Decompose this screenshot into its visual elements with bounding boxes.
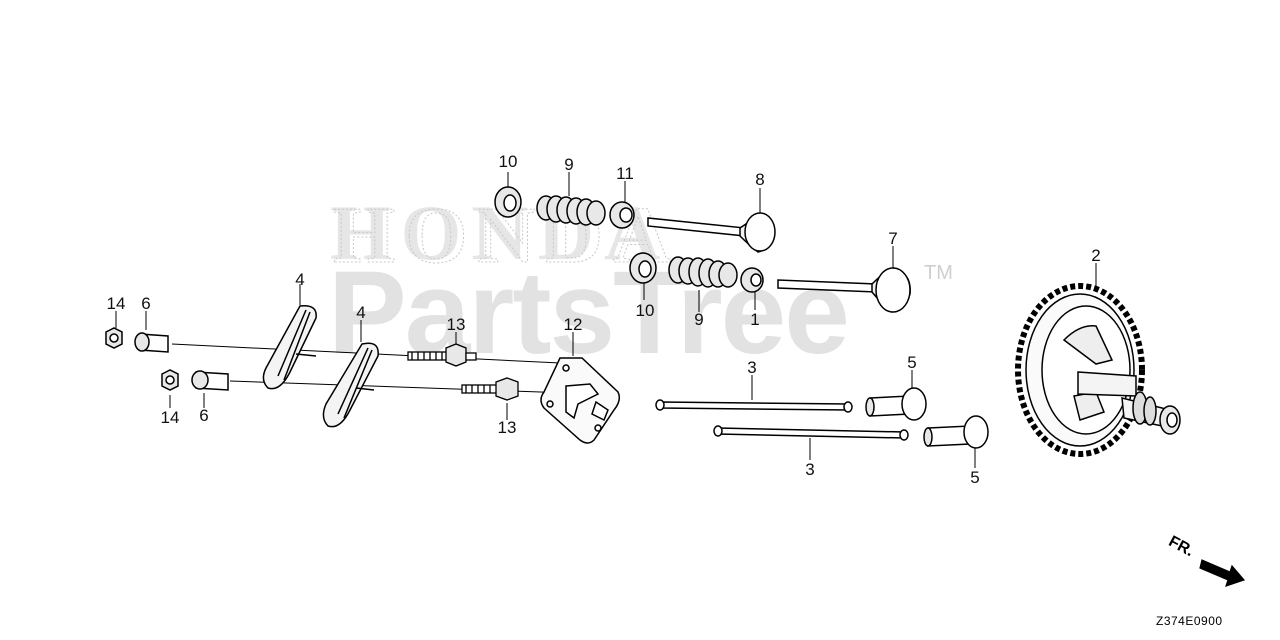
callout-3-upper: 3 (747, 358, 757, 377)
callout-9-lower: 9 (694, 310, 704, 329)
valve-cotter (740, 267, 764, 293)
rocker-arm-left (262, 305, 317, 390)
rocker-nut-upper (105, 327, 123, 349)
rocker-stud-lower (461, 377, 519, 401)
callout-12: 12 (563, 315, 583, 334)
rocker-arm-right (322, 342, 379, 428)
callout-4-left: 4 (295, 270, 305, 289)
valve-spring-lower (668, 256, 738, 288)
callout-9-upper: 9 (564, 155, 574, 174)
rocker-nut-lower (161, 369, 179, 391)
valve-lifter-upper (865, 387, 927, 421)
valve-lifter-lower (923, 415, 989, 449)
callout-10-upper: 10 (498, 152, 518, 171)
valve-spring-upper (536, 195, 606, 226)
push-rod-guide-plate (540, 357, 621, 444)
diagram-code: Z374E0900 (1156, 614, 1223, 628)
callout-6-lower: 6 (199, 406, 209, 425)
callout-14-lower: 14 (160, 408, 180, 427)
callout-5-lower: 5 (970, 468, 980, 487)
push-rod-upper (655, 399, 853, 413)
rocker-stud-upper (407, 343, 477, 367)
callout-7: 7 (888, 229, 898, 248)
callout-1: 1 (750, 310, 760, 329)
callout-6-upper: 6 (141, 294, 151, 313)
camshaft-gear (1015, 283, 1181, 457)
callout-14-upper: 14 (106, 294, 126, 313)
callout-5-upper: 5 (907, 353, 917, 372)
callout-2: 2 (1091, 246, 1101, 265)
intake-valve (777, 267, 911, 313)
callout-4-right: 4 (356, 303, 366, 322)
push-rod-lower (713, 425, 909, 441)
callout-11: 11 (616, 164, 634, 183)
trademark-mark: TM (924, 262, 953, 284)
rocker-pin-lower (191, 370, 229, 391)
callout-13-lower: 13 (497, 418, 517, 437)
callout-13-upper: 13 (446, 315, 466, 334)
exhaust-valve (647, 212, 776, 253)
valve-stem-seal (609, 201, 635, 229)
callout-10-lower: 10 (635, 301, 655, 320)
callout-8: 8 (755, 170, 765, 189)
rocker-pin-upper (134, 332, 169, 353)
callout-3-lower: 3 (805, 460, 815, 479)
front-direction-arrow (1199, 559, 1246, 587)
valve-spring-retainer-upper (494, 186, 522, 218)
valve-spring-retainer-lower (629, 252, 657, 284)
